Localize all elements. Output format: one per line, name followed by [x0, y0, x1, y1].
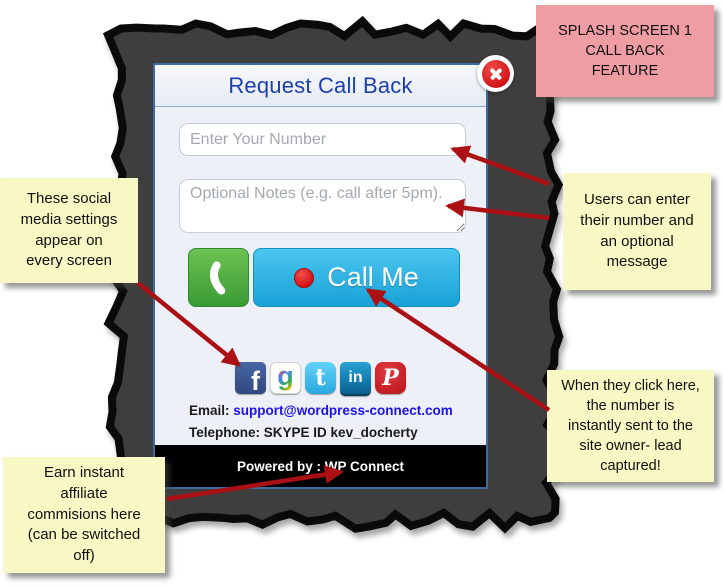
close-button[interactable]	[477, 55, 514, 92]
affiliate-note: Earn instant affiliate commisions here (…	[3, 457, 165, 573]
splash-screen-note: SPLASH SCREEN 1 CALL BACK FEATURE	[536, 5, 714, 97]
optional-notes-textarea[interactable]	[179, 179, 466, 233]
social-settings-note: These social media settings appear on ev…	[0, 178, 138, 283]
powered-by-text: Powered by : WP Connect	[236, 458, 405, 474]
record-dot-icon	[294, 267, 315, 288]
phone-button[interactable]	[188, 248, 249, 307]
lead-captured-note: When they click here, the number is inst…	[547, 370, 714, 482]
facebook-icon[interactable]: f	[235, 362, 266, 396]
request-callback-modal: Request Call Back Call Me f g t in P	[153, 63, 488, 489]
phone-handset-icon	[209, 260, 225, 295]
telephone-line: Telephone: SKYPE ID kev_docherty	[189, 425, 476, 440]
phone-number-input[interactable]	[179, 123, 466, 156]
close-icon	[481, 59, 510, 88]
email-link[interactable]: support@wordpress-connect.com	[233, 403, 453, 418]
telephone-value: SKYPE ID kev_docherty	[263, 425, 418, 440]
email-line: Email: support@wordpress-connect.com	[189, 403, 476, 418]
google-icon[interactable]: g	[270, 361, 301, 394]
pinterest-icon[interactable]: P	[375, 362, 406, 394]
telephone-label: Telephone:	[189, 425, 261, 440]
linkedin-icon[interactable]: in	[340, 362, 371, 396]
modal-header: Request Call Back	[155, 65, 486, 107]
social-icons-row: f g t in P	[155, 361, 486, 396]
powered-by-bar[interactable]: Powered by : WP Connect	[155, 445, 486, 487]
twitter-icon[interactable]: t	[305, 362, 336, 394]
email-label: Email:	[189, 403, 230, 418]
modal-title: Request Call Back	[228, 72, 413, 98]
modal-body: Call Me f g t in P Email: support@wordpr…	[155, 107, 486, 445]
user-input-note: Users can enter their number and an opti…	[563, 173, 711, 290]
call-me-button[interactable]: Call Me	[253, 248, 460, 307]
call-me-label: Call Me	[327, 262, 419, 292]
